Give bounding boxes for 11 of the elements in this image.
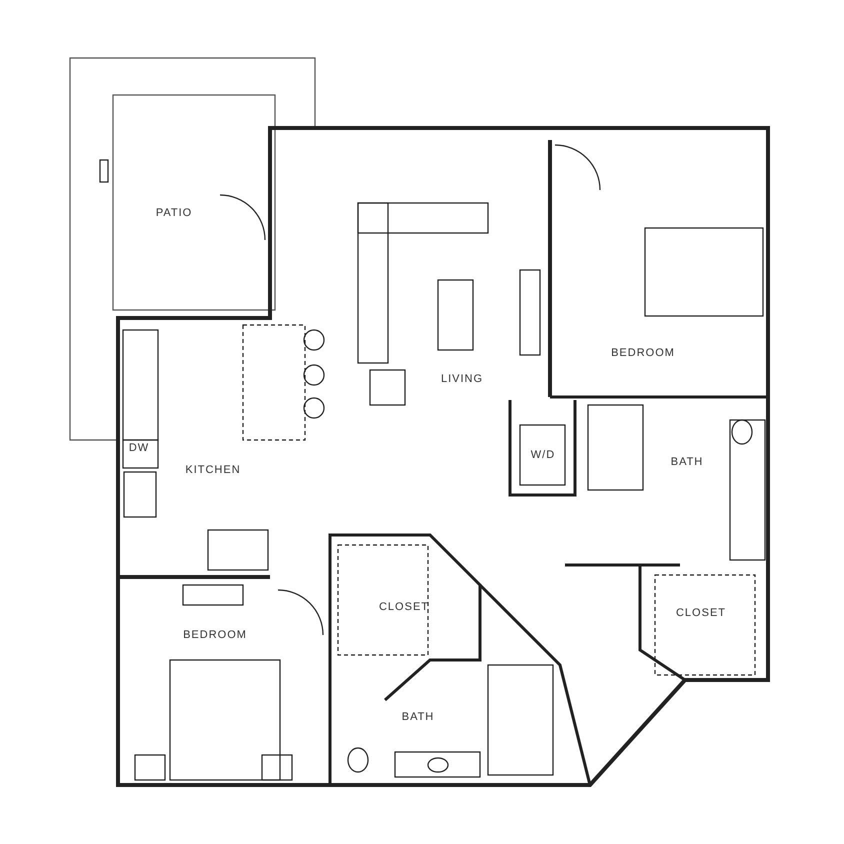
room-label: BATH	[670, 456, 704, 468]
room-label: KITCHEN	[185, 464, 241, 476]
appliance-label: DW	[128, 442, 150, 454]
room-label: CLOSET	[676, 607, 726, 619]
room-label: CLOSET	[379, 601, 429, 613]
room-label: LIVING	[440, 373, 484, 385]
room-label: BATH	[402, 711, 434, 723]
room-label: PATIO	[156, 207, 192, 219]
room-label: BEDROOM	[183, 629, 247, 641]
appliance-label: W/D	[530, 449, 556, 461]
room-label: BEDROOM	[611, 347, 675, 359]
